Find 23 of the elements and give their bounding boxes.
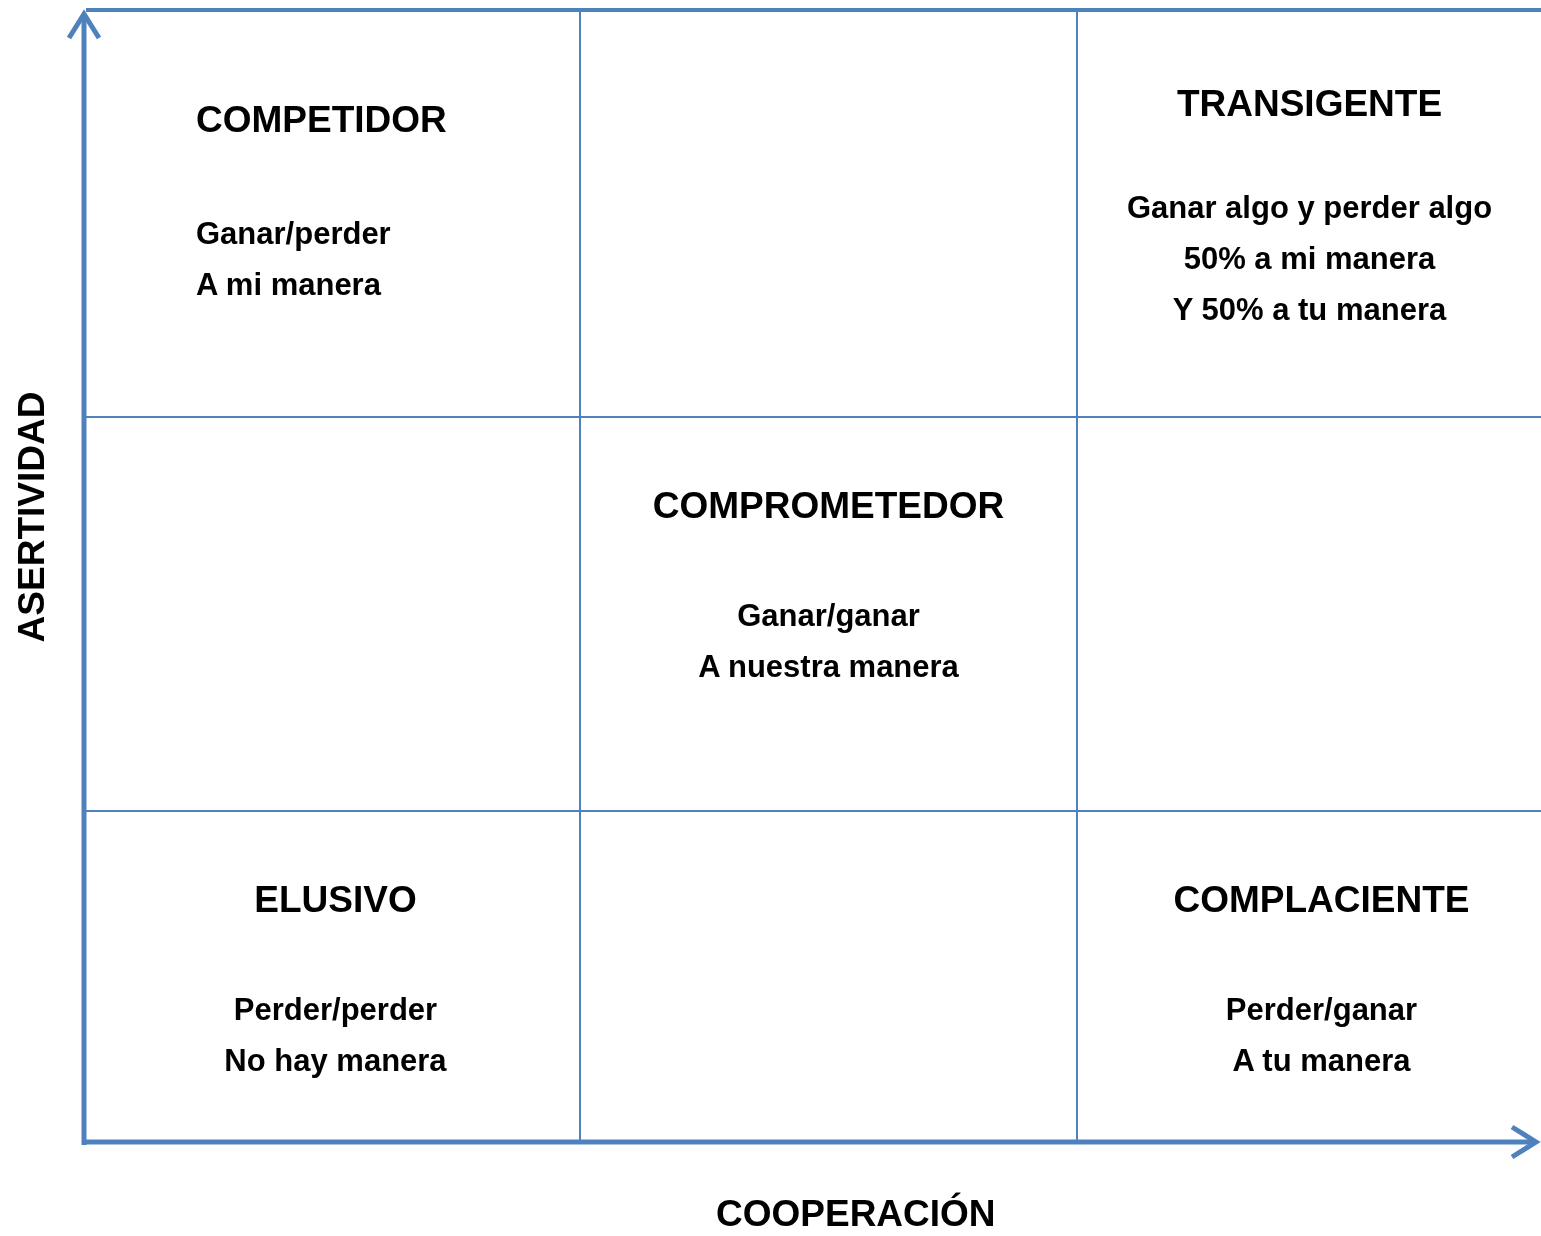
style-title: ELUSIVO [253, 878, 418, 922]
axis-label: ASERTIVIDAD [10, 391, 53, 643]
quadrant-cell [581, 8, 1078, 418]
style-description: Ganar/perder [196, 215, 392, 253]
style-description: Ganar algo y perder algo [1125, 189, 1494, 227]
style-description: Perder/perder [232, 991, 439, 1029]
style-description: Ganar/ganar [736, 597, 921, 635]
style-description: 50% a mi manera [1182, 240, 1437, 278]
style-description: A mi manera [196, 266, 383, 304]
style-description: No hay manera [223, 1042, 448, 1080]
quadrant-cell [1078, 8, 1541, 418]
quadrant-cell [581, 418, 1078, 812]
quadrant-cell [86, 8, 581, 418]
style-title: COMPLACIENTE [1172, 878, 1471, 922]
style-title: TRANSIGENTE [1175, 82, 1444, 126]
axis-label: COOPERACIÓN [716, 1193, 996, 1235]
style-description: A nuestra manera [697, 648, 960, 686]
style-title: COMPROMETEDOR [651, 484, 1006, 528]
style-description: A tu manera [1231, 1042, 1412, 1080]
quadrant-cell [86, 418, 581, 812]
style-description: Perder/ganar [1224, 991, 1419, 1029]
style-title: COMPETIDOR [196, 98, 448, 142]
style-description: Y 50% a tu manera [1171, 291, 1448, 329]
